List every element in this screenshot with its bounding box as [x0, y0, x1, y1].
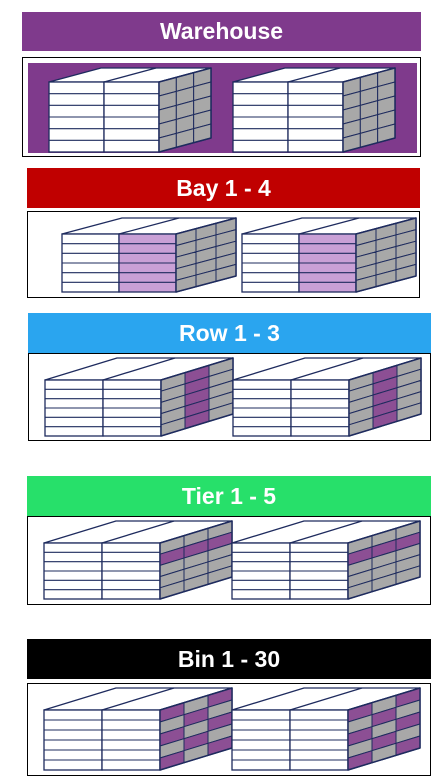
- warehouse-panel: [22, 57, 421, 157]
- rack-side-outline: [347, 520, 421, 600]
- rack-top-divider: [298, 217, 360, 235]
- rack-top-divider: [103, 67, 157, 83]
- rack-top-divider: [289, 687, 363, 711]
- bin-rack-diagram: [43, 687, 421, 771]
- bin-panel: [27, 683, 431, 776]
- row-panel: [28, 353, 431, 441]
- warehouse-rack-diagram: [28, 63, 417, 153]
- rack-top-divider: [102, 357, 176, 381]
- bay-rack-diagram: [61, 217, 417, 293]
- row-header: Row 1 - 3: [28, 313, 431, 353]
- rack-side-outline: [355, 217, 417, 293]
- rack-top-divider: [101, 687, 175, 711]
- rack-side-outline: [158, 67, 212, 153]
- rack-side-outline: [175, 217, 237, 293]
- rack-top-divider: [290, 357, 364, 381]
- bay-panel: [27, 211, 420, 298]
- rack-side-outline: [348, 357, 422, 437]
- warehouse-header: Warehouse: [22, 12, 421, 51]
- rack-top-divider: [101, 520, 175, 544]
- tier-rack-diagram: [43, 520, 421, 600]
- rack-top-divider: [118, 217, 180, 235]
- rack-top-divider: [289, 520, 363, 544]
- rack-side-outline: [342, 67, 396, 153]
- bay-header: Bay 1 - 4: [27, 168, 420, 208]
- tier-header: Tier 1 - 5: [27, 476, 431, 516]
- bin-header: Bin 1 - 30: [27, 639, 431, 679]
- rack-side-outline: [347, 687, 421, 771]
- tier-panel: [27, 516, 431, 605]
- row-rack-diagram: [44, 357, 422, 437]
- rack-top-divider: [287, 67, 341, 83]
